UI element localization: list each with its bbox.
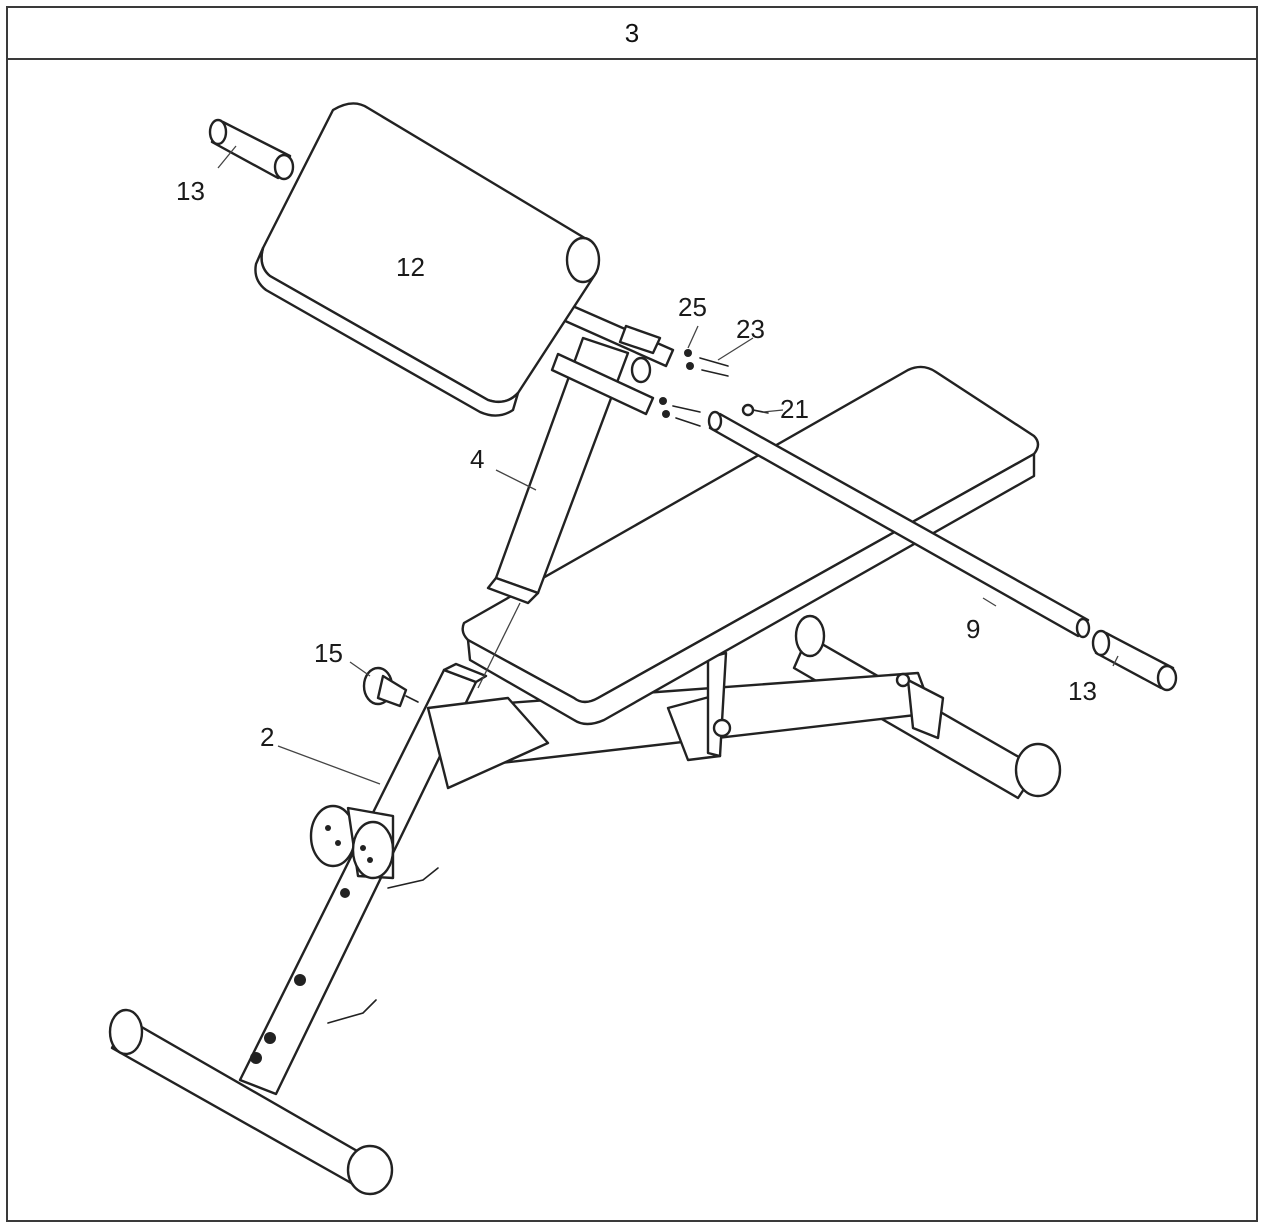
callout-15: 15 [314,638,343,668]
hardware-fasteners [659,349,769,427]
foot-bar [707,410,1091,639]
callout-21: 21 [780,394,809,424]
front-upright [238,662,488,1096]
back-post [477,336,630,689]
back-pad [254,102,601,417]
bench-pad [461,365,1040,726]
callout-9: 9 [966,614,980,644]
callout-12: 12 [396,252,425,282]
foam-roller-left [208,118,295,181]
callout-25: 25 [678,292,707,322]
callout-23: 23 [736,314,765,344]
front-stabilizer [108,1008,394,1196]
callout-4: 4 [470,444,484,474]
pop-pin-knob [362,666,419,708]
foam-roller-right [1091,629,1178,692]
leg-roller [309,804,395,880]
callout-13-right: 13 [1068,676,1097,706]
pad-bracket [550,302,675,416]
leader-lines [217,145,1119,785]
rear-leg [426,696,550,790]
step-number: 3 [8,8,1256,60]
callout-2: 2 [260,722,274,752]
seat-bracket [666,651,732,762]
step-frame: 3 [6,6,1258,1222]
assembly-diagram: 12 13 13 25 23 21 4 9 15 2 [108,102,1178,1196]
callout-13-left: 13 [176,176,205,206]
